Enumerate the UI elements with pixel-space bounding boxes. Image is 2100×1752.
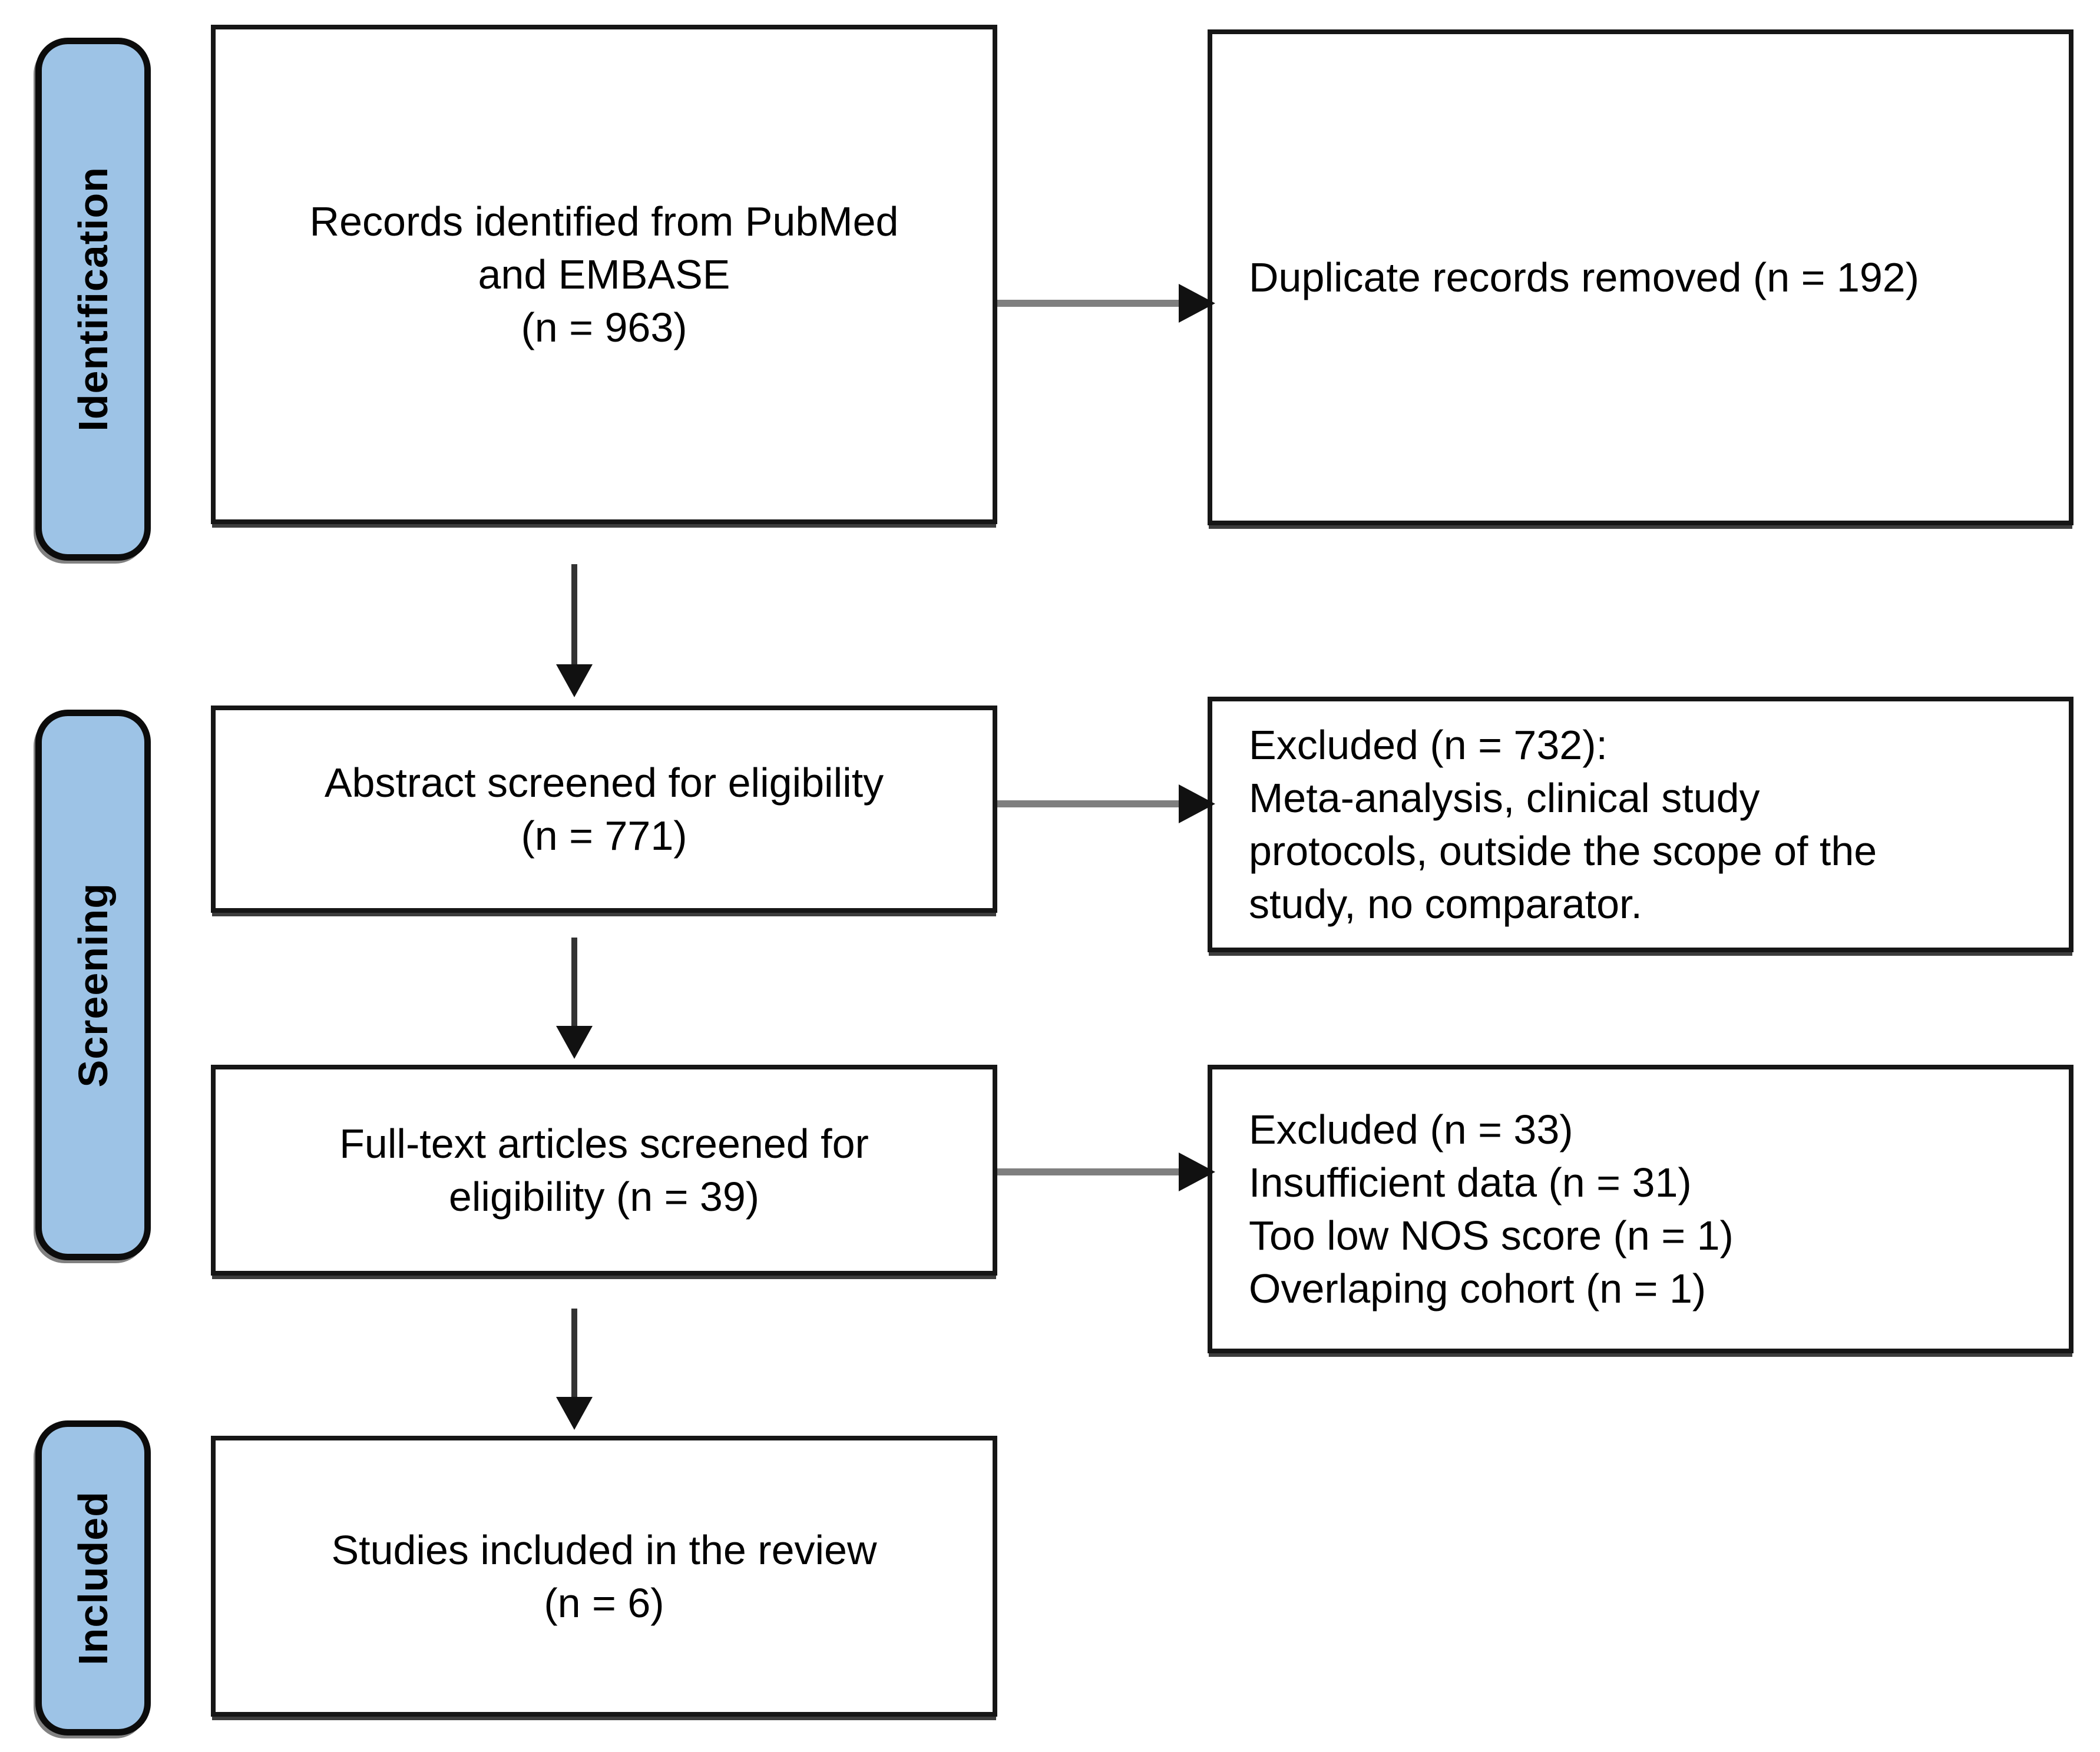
- box-abstract-screened: Abstract screened for eligibility (n = 7…: [211, 706, 997, 913]
- box-text: Full-text articles screened for eligibil…: [339, 1117, 869, 1223]
- box-text: Records identified from PubMed and EMBAS…: [310, 195, 899, 354]
- box-text-line: Duplicate records removed (n = 192): [1249, 254, 1920, 300]
- box-text-line: Excluded (n = 33): [1249, 1107, 1573, 1152]
- box-text-line: Excluded (n = 732):: [1249, 722, 1608, 768]
- box-text: Excluded (n = 732): Meta-analysis, clini…: [1249, 718, 1877, 930]
- arrow-right-icon: [1179, 1152, 1215, 1191]
- arrow-shaft: [571, 938, 577, 1027]
- stage-band-included: Included: [35, 1420, 151, 1736]
- arrow-right-icon: [1179, 284, 1215, 323]
- arrow-down-icon: [556, 1026, 593, 1059]
- box-text-line: protocols, outside the scope of the: [1249, 828, 1877, 874]
- arrow-shaft: [997, 300, 1180, 307]
- arrow-down-icon: [556, 664, 593, 697]
- arrow-shaft: [997, 1168, 1180, 1175]
- box-text-line: and EMBASE: [478, 251, 730, 297]
- arrow-shaft: [997, 800, 1180, 807]
- box-text-line: Overlaping cohort (n = 1): [1249, 1266, 1707, 1311]
- box-text-line: Studies included in the review: [331, 1526, 877, 1573]
- box-excluded-fulltext: Excluded (n = 33) Insufficient data (n =…: [1208, 1065, 2073, 1353]
- box-text-line: Full-text articles screened for: [339, 1121, 869, 1167]
- box-text: Studies included in the review (n = 6): [331, 1524, 877, 1630]
- stage-label-screening: Screening: [70, 882, 116, 1088]
- arrow-shaft: [571, 564, 577, 665]
- box-text-line: (n = 771): [521, 813, 687, 859]
- box-text-line: eligibility (n = 39): [448, 1174, 760, 1220]
- stage-band-identification: Identification: [35, 38, 151, 561]
- box-studies-included: Studies included in the review (n = 6): [211, 1436, 997, 1717]
- box-text-line: Insufficient data (n = 31): [1249, 1160, 1692, 1205]
- box-text-line: (n = 963): [521, 304, 687, 350]
- stage-band-screening: Screening: [35, 710, 151, 1260]
- arrow-down-icon: [556, 1397, 593, 1430]
- box-text-line: Records identified from PubMed: [309, 198, 899, 244]
- box-text-line: Abstract screened for eligibility: [324, 760, 884, 806]
- box-records-identified: Records identified from PubMed and EMBAS…: [211, 25, 997, 524]
- stage-label-identification: Identification: [70, 167, 116, 432]
- box-text: Excluded (n = 33) Insufficient data (n =…: [1249, 1103, 1734, 1315]
- box-excluded-abstract: Excluded (n = 732): Meta-analysis, clini…: [1208, 697, 2073, 952]
- box-text: Duplicate records removed (n = 192): [1249, 251, 1919, 304]
- box-fulltext-screened: Full-text articles screened for eligibil…: [211, 1065, 997, 1276]
- box-text-line: study, no comparator.: [1249, 881, 1642, 927]
- arrow-right-icon: [1179, 784, 1215, 823]
- stage-label-included: Included: [70, 1491, 116, 1665]
- arrow-shaft: [571, 1309, 577, 1398]
- box-text-line: Too low NOS score (n = 1): [1249, 1213, 1734, 1258]
- box-text-line: Meta-analysis, clinical study: [1249, 775, 1760, 821]
- box-duplicates-removed: Duplicate records removed (n = 192): [1208, 29, 2073, 525]
- box-text-line: (n = 6): [544, 1579, 664, 1626]
- box-text: Abstract screened for eligibility (n = 7…: [325, 756, 884, 862]
